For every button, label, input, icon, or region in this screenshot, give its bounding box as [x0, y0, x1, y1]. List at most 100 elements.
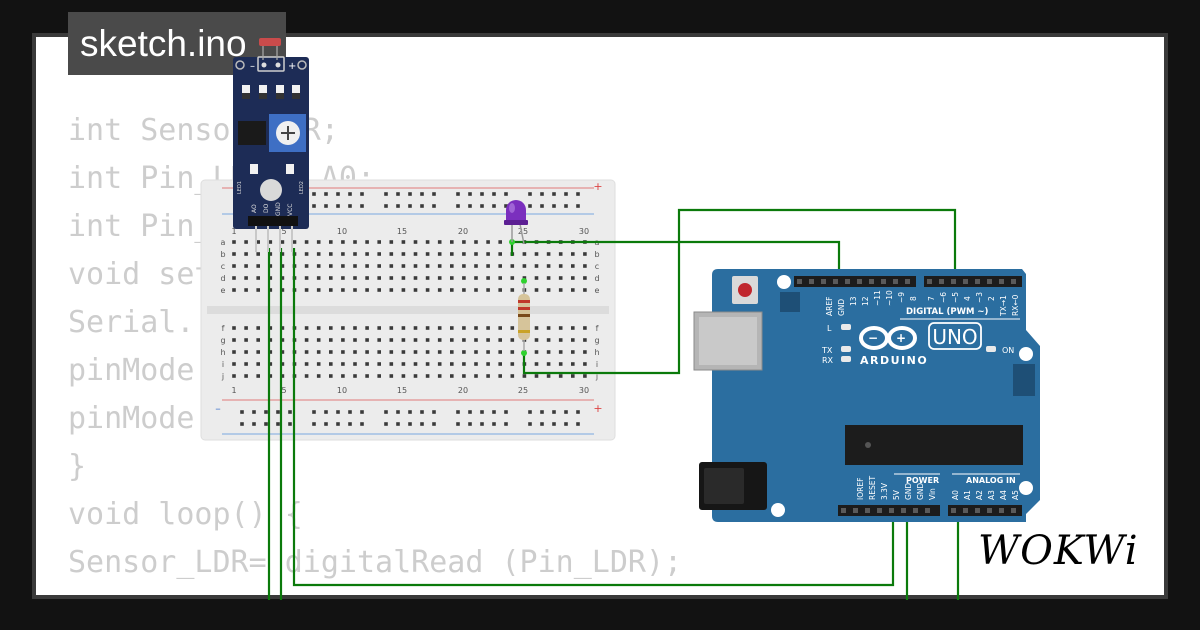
hole — [425, 240, 430, 244]
hole — [583, 264, 587, 268]
hole — [324, 204, 328, 208]
hole — [425, 326, 430, 330]
col-number: 30 — [579, 227, 589, 236]
row-letter: c — [221, 262, 225, 271]
hole — [504, 204, 508, 208]
hole — [510, 350, 515, 354]
hole — [528, 204, 532, 208]
pin-label: 2 — [987, 296, 996, 301]
row-letter: b — [594, 250, 599, 259]
ldr-sensor-module[interactable]: – + LED1 LED2 AO DO GND VCC — [233, 38, 309, 252]
hole — [336, 422, 340, 426]
pin-label: 3.3V — [880, 482, 889, 500]
wires[interactable] — [267, 208, 960, 600]
hole — [468, 204, 472, 208]
led-component[interactable] — [504, 200, 528, 245]
pin-label: ~6 — [939, 292, 948, 303]
hole — [353, 240, 357, 244]
wire-resistor-to-pin5[interactable] — [522, 208, 957, 375]
arduino-uno-board[interactable]: AREF GND 13 12 ~11 ~10 ~9 8 7 ~6 ~5 4 ~3… — [693, 269, 1040, 522]
hole — [365, 276, 369, 280]
hole — [552, 422, 556, 426]
header-pin[interactable] — [291, 226, 293, 252]
hole — [450, 338, 454, 342]
hole — [450, 276, 454, 280]
hole — [432, 192, 436, 196]
header-pin[interactable] — [267, 226, 269, 252]
on-led-label: ON — [1002, 346, 1014, 355]
header-pin[interactable] — [255, 226, 257, 252]
header-pin[interactable] — [279, 226, 281, 252]
code-line: Sensor_LDR= digitalRead (Pin_LDR); — [68, 545, 683, 580]
hole — [288, 410, 292, 414]
wire-led-to-gnd[interactable] — [512, 240, 841, 282]
hole — [462, 362, 466, 366]
hole — [280, 374, 285, 378]
hole — [492, 410, 496, 414]
hole — [396, 422, 400, 426]
uno-badge — [928, 322, 982, 350]
hole — [552, 192, 556, 196]
wire-ldr-vcc-to-5v[interactable] — [292, 248, 895, 587]
pin-label: ~5 — [951, 292, 960, 303]
hole — [316, 252, 321, 256]
hole — [571, 276, 575, 280]
hole — [244, 240, 248, 244]
row-letter: g — [594, 336, 599, 345]
hole — [456, 422, 460, 426]
hole — [252, 410, 256, 414]
hole — [437, 338, 442, 342]
icsp2-header — [1013, 364, 1035, 396]
hole — [377, 276, 381, 280]
hole — [583, 276, 587, 280]
hole — [389, 240, 394, 244]
hole — [552, 410, 556, 414]
wire-junction — [521, 278, 527, 284]
col-number: 15 — [397, 386, 407, 395]
hole — [450, 264, 454, 268]
hole — [316, 264, 321, 268]
hole — [413, 240, 418, 244]
reset-button[interactable] — [738, 283, 752, 297]
digital-header-right[interactable] — [924, 276, 1022, 287]
hole — [558, 326, 563, 330]
hole — [336, 410, 340, 414]
hole — [546, 288, 551, 292]
hole — [252, 422, 256, 426]
resistor-band — [518, 307, 530, 310]
code-line: pinMode — [68, 401, 195, 436]
hole — [389, 276, 394, 280]
hole — [486, 264, 490, 268]
digital-header-left[interactable] — [794, 276, 916, 287]
hole — [365, 252, 369, 256]
hole — [280, 362, 285, 366]
row-letter: i — [222, 360, 224, 369]
resistor-component[interactable] — [518, 283, 530, 351]
hole — [280, 288, 285, 292]
pin-label: 8 — [909, 296, 918, 301]
hole — [389, 362, 394, 366]
header-holes — [797, 279, 1016, 513]
hole — [486, 276, 490, 280]
hole — [280, 264, 285, 268]
hole — [975, 508, 980, 513]
hole — [987, 508, 992, 513]
hole — [401, 374, 406, 378]
hole — [348, 192, 352, 196]
hole — [987, 279, 992, 284]
rail-minus-label: – — [215, 402, 221, 415]
hole — [413, 288, 418, 292]
row-letter: c — [595, 262, 599, 271]
hole — [316, 326, 321, 330]
hole — [925, 508, 930, 513]
hole — [534, 362, 539, 366]
hole — [280, 326, 285, 330]
analog-header[interactable] — [948, 505, 1022, 516]
hole — [413, 264, 418, 268]
hole — [462, 252, 466, 256]
hole — [425, 288, 430, 292]
hole — [462, 240, 466, 244]
hole — [571, 362, 575, 366]
hole — [474, 374, 478, 378]
